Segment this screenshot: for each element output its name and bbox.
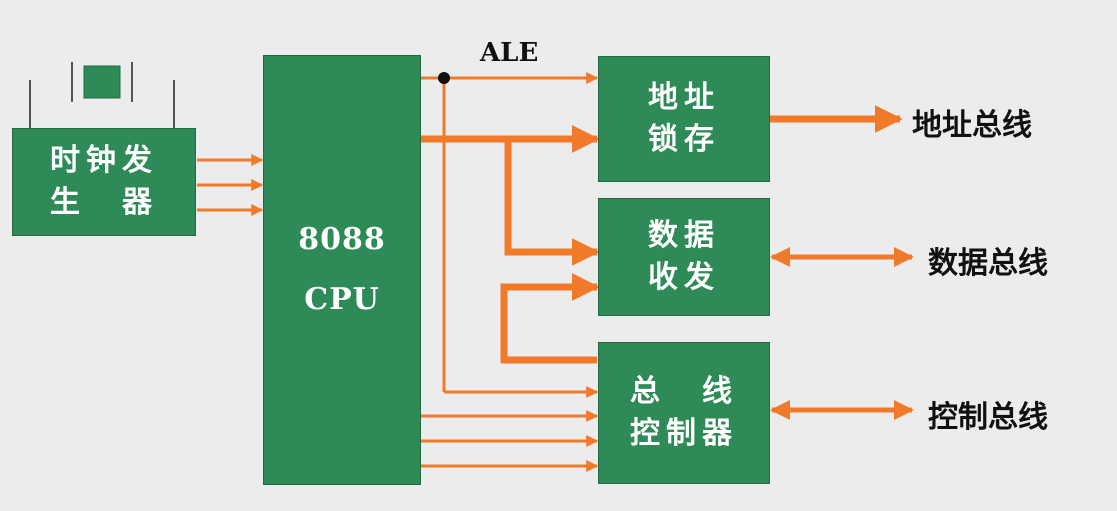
bus-controller-block: 总 线 控制器 bbox=[598, 342, 770, 484]
address-latch-label-line-1: 地址 bbox=[648, 80, 720, 115]
cpu-to-controller-arrows bbox=[421, 410, 599, 472]
address-bus-label: 地址总线 bbox=[912, 108, 1032, 143]
ale-label: ALE bbox=[480, 38, 539, 68]
data-bus-label: 数据总线 bbox=[928, 246, 1048, 281]
clock-to-cpu-arrows bbox=[197, 154, 264, 216]
clock-label-line-1: 时钟发 bbox=[50, 143, 158, 178]
ale-line bbox=[421, 72, 599, 398]
data-transceiver-label-line-2: 收发 bbox=[648, 260, 720, 295]
clock-label-line-2: 生 器 bbox=[50, 185, 158, 220]
crystal-icon bbox=[29, 62, 175, 128]
bus-controller-label-line-2: 控制器 bbox=[630, 416, 738, 451]
address-latch-label-line-2: 锁存 bbox=[648, 122, 720, 157]
data-transceiver-label-line-1: 数据 bbox=[648, 218, 720, 253]
bus-controller-label-line-1: 总 线 bbox=[630, 374, 738, 409]
control-bus-label: 控制总线 bbox=[928, 400, 1048, 435]
address-latch-block: 地址 锁存 bbox=[598, 56, 770, 182]
cpu-label-line-2: CPU bbox=[304, 282, 380, 317]
cpu-label-line-1: 8088 bbox=[298, 222, 386, 257]
data-transceiver-block: 数据 收发 bbox=[598, 198, 770, 316]
cpu-bus-lines bbox=[421, 125, 600, 266]
cpu-block: 8088 CPU bbox=[263, 55, 421, 485]
controller-to-transceiver-line bbox=[500, 273, 600, 364]
clock-generator-block: 时钟发 生 器 bbox=[12, 128, 196, 236]
